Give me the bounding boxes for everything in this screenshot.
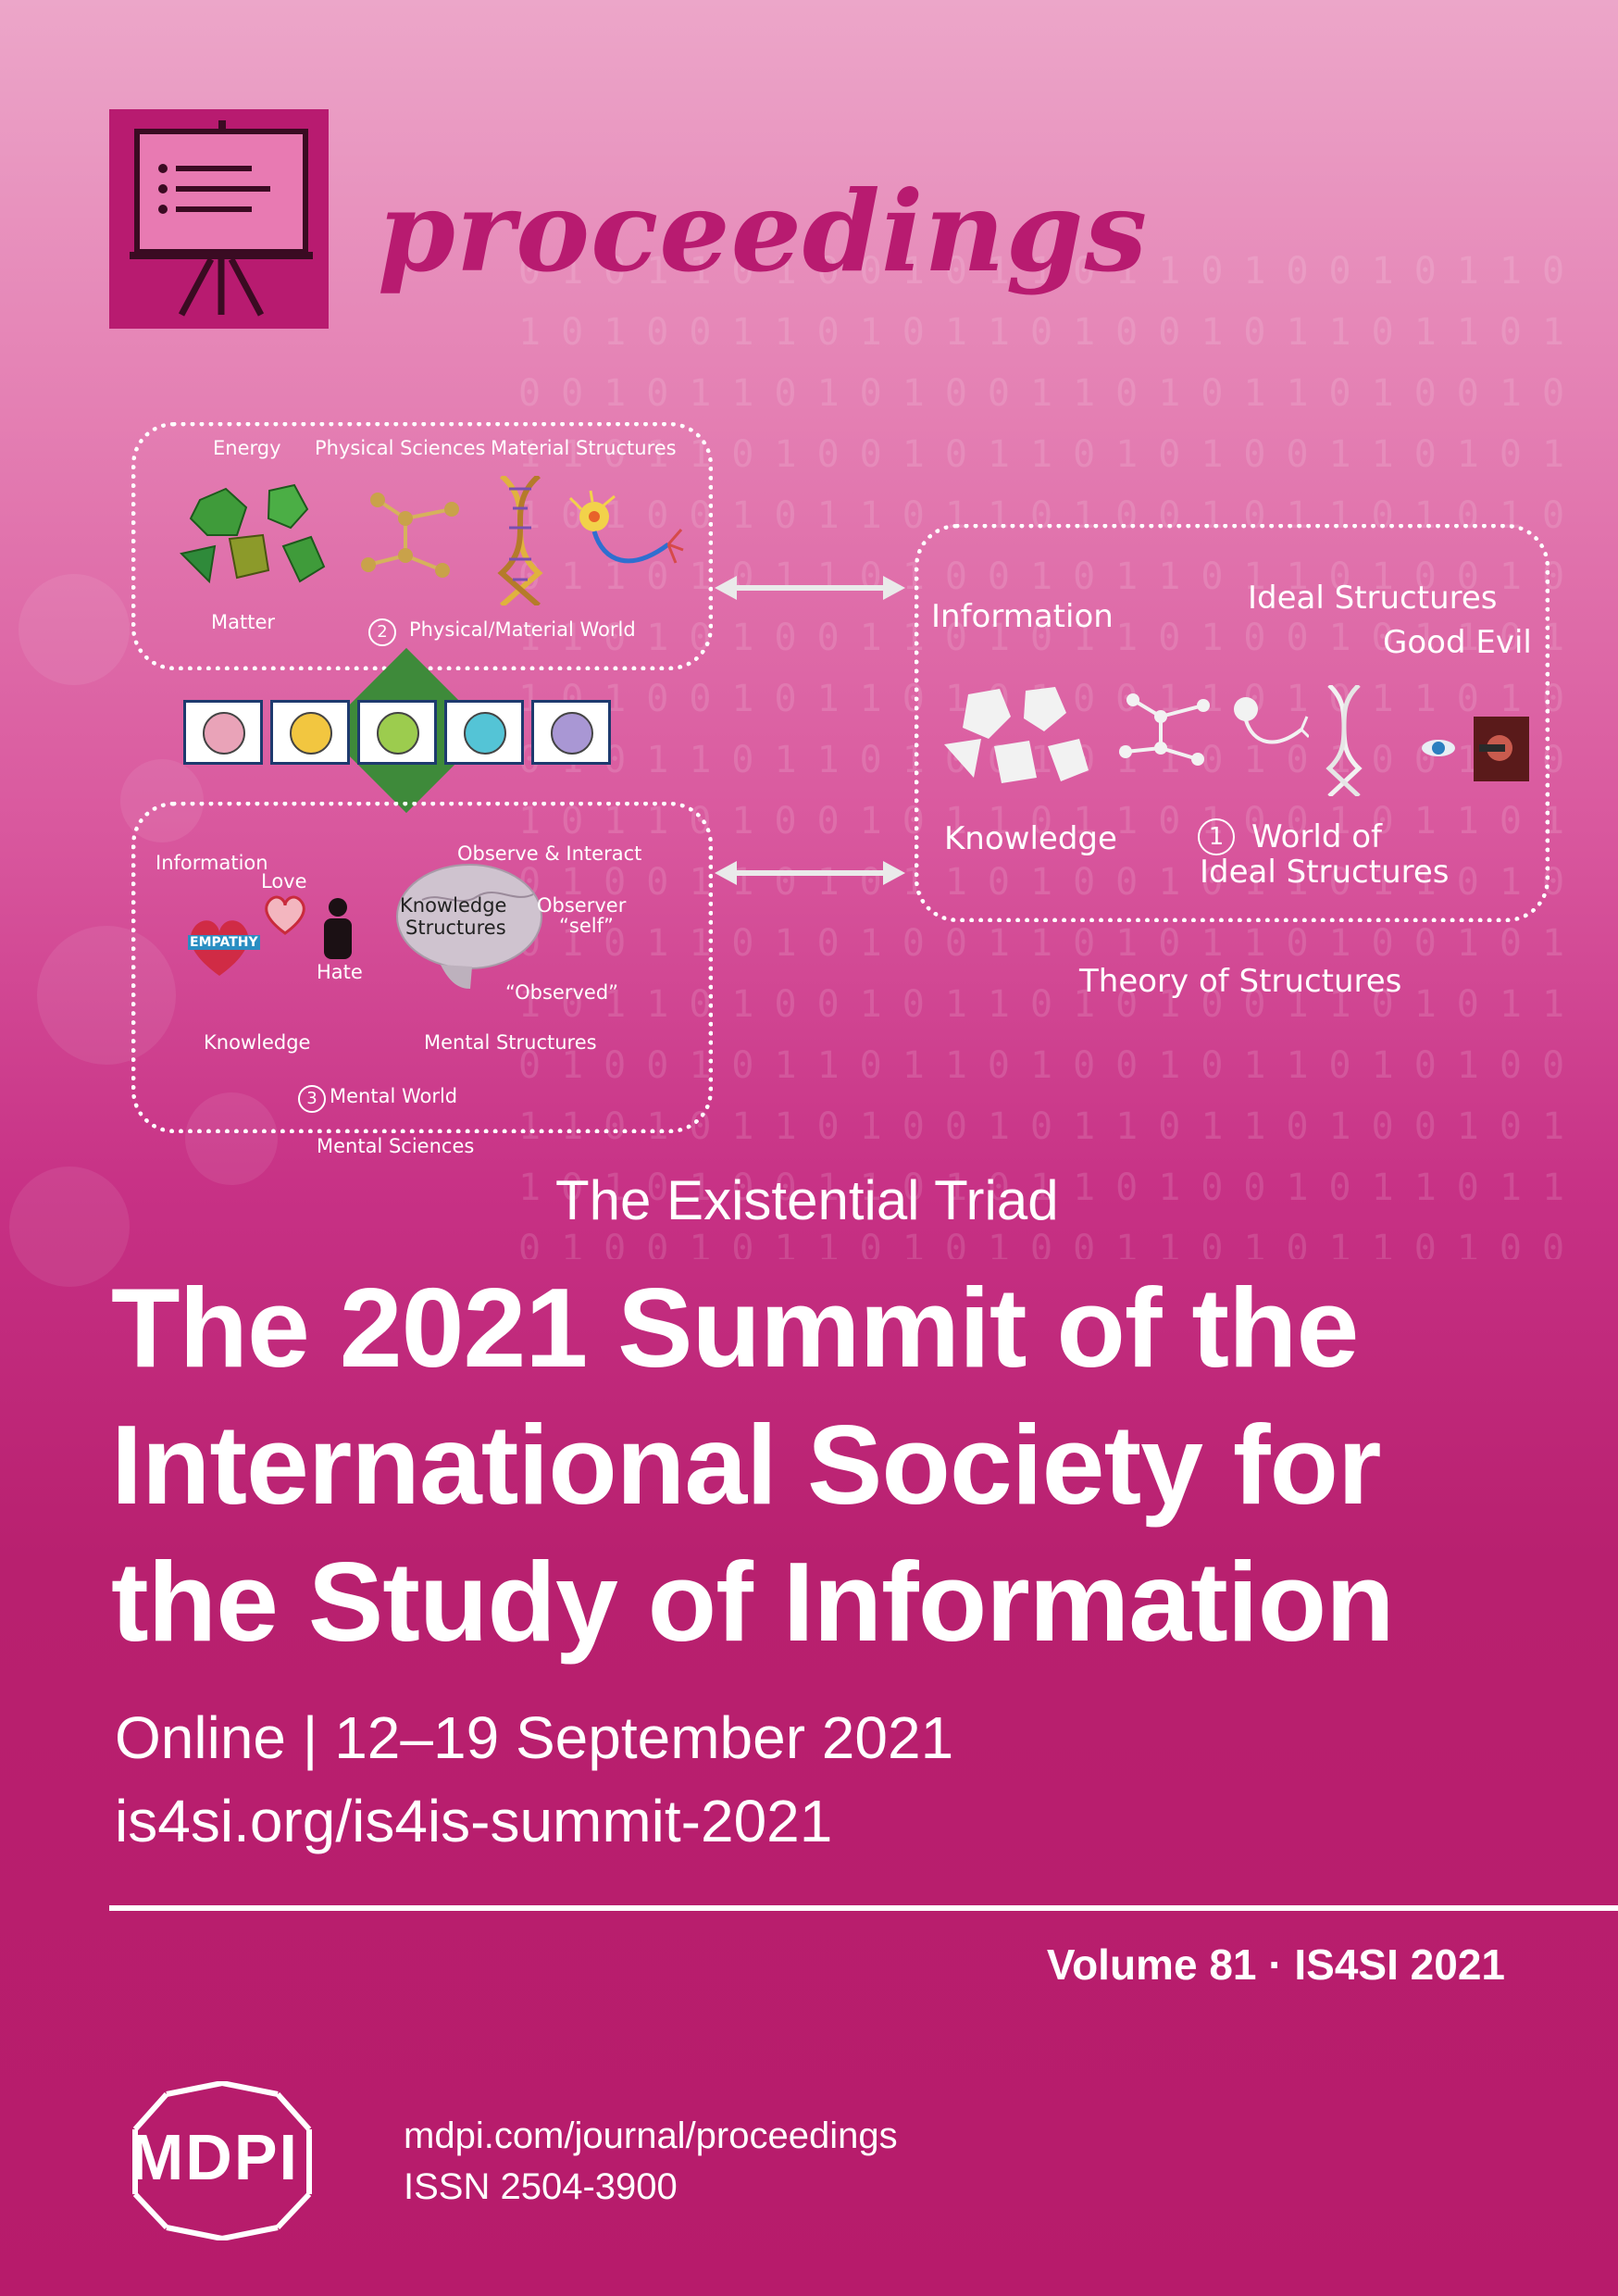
white-dna-image <box>1322 683 1366 798</box>
cover-subtitle: The Existential Triad <box>555 1169 1059 1231</box>
dna-image <box>492 473 548 608</box>
volume-info: Volume 81 · IS4SI 2021 <box>1046 1940 1505 1989</box>
cover-title-line2: International Society for <box>111 1402 1381 1528</box>
label-hate: Hate <box>317 961 363 983</box>
label-world-of: World of <box>1251 818 1383 855</box>
label-observer: Observer <box>537 894 627 917</box>
label-ideal-structures: Ideal Structures <box>1248 580 1498 617</box>
mdpi-wordmark: MDPI <box>130 2121 299 2193</box>
label-mental-sciences: Mental Sciences <box>317 1135 475 1157</box>
hand-icon <box>531 700 611 765</box>
journal-logo <box>109 109 329 329</box>
white-molecule-image <box>1114 681 1216 774</box>
label-ideal-structures-world: Ideal Structures <box>1200 854 1450 891</box>
journal-name: proceedings <box>378 167 1149 297</box>
heart-love-icon <box>261 894 309 935</box>
eye-face-image <box>1420 713 1531 783</box>
cover-title-line3: the Study of Information <box>111 1539 1395 1665</box>
label-physical-sciences: Physical Sciences <box>315 437 486 459</box>
issn: ISSN 2504-3900 <box>404 2166 678 2207</box>
person-silhouette-icon <box>318 896 357 959</box>
event-url[interactable]: is4si.org/is4is-summit-2021 <box>115 1788 833 1854</box>
label-mental-structures: Mental Structures <box>424 1031 597 1054</box>
label-love: Love <box>261 870 307 892</box>
arrowheads-bottom <box>715 857 905 889</box>
label-good-evil: Good Evil <box>1383 624 1532 661</box>
mental-world-box <box>131 802 713 1133</box>
label-physical-world: Physical/Material World <box>409 618 636 641</box>
eye-icon <box>183 700 263 765</box>
tongue-icon <box>444 700 524 765</box>
white-neuron-image <box>1226 689 1311 763</box>
brain-text-line1: Knowledge <box>400 894 507 917</box>
label-observe-interact: Observe & Interact <box>457 842 642 865</box>
polyhedra-image <box>172 481 339 593</box>
cover-title: The 2021 Summit of the International Soc… <box>111 1259 1395 1670</box>
nose-icon <box>357 700 437 765</box>
label-observed: “Observed” <box>505 981 619 1004</box>
label-information-ideal: Information <box>931 598 1114 635</box>
heart-empathy-text: EMPATHY <box>188 935 260 950</box>
double-arrow-top <box>731 585 889 591</box>
arrowheads-top <box>715 572 905 604</box>
label-information-mental: Information <box>156 852 268 874</box>
brain-image <box>394 863 544 992</box>
label-knowledge-mental: Knowledge <box>204 1031 311 1054</box>
label-energy: Energy <box>213 437 281 459</box>
ideal-world-box <box>915 524 1550 922</box>
divider-line <box>109 1905 1618 1911</box>
label-mental-world: Mental World <box>330 1085 458 1107</box>
presentation-board-icon <box>130 120 313 317</box>
white-polyhedra-image <box>940 685 1098 787</box>
world-number-3: 3 <box>298 1085 326 1113</box>
molecule-image <box>350 481 479 593</box>
label-material-structures: Material Structures <box>491 437 677 459</box>
mdpi-logo <box>102 2079 342 2242</box>
world-number-2: 2 <box>368 618 396 646</box>
journal-url[interactable]: mdpi.com/journal/proceedings <box>404 2115 898 2156</box>
brain-text-line2: Structures <box>405 917 506 939</box>
world-number-1: 1 <box>1198 818 1235 855</box>
event-date: Online | 12–19 September 2021 <box>115 1704 954 1771</box>
label-matter: Matter <box>211 611 276 633</box>
cover-title-line1: The 2021 Summit of the <box>111 1265 1359 1391</box>
label-self: “self” <box>559 915 614 937</box>
label-knowledge-ideal: Knowledge <box>944 820 1117 857</box>
double-arrow-bottom <box>731 870 889 876</box>
neuron-image <box>566 489 687 591</box>
ear-icon <box>270 700 350 765</box>
label-theory-of-structures: Theory of Structures <box>1079 963 1402 1000</box>
